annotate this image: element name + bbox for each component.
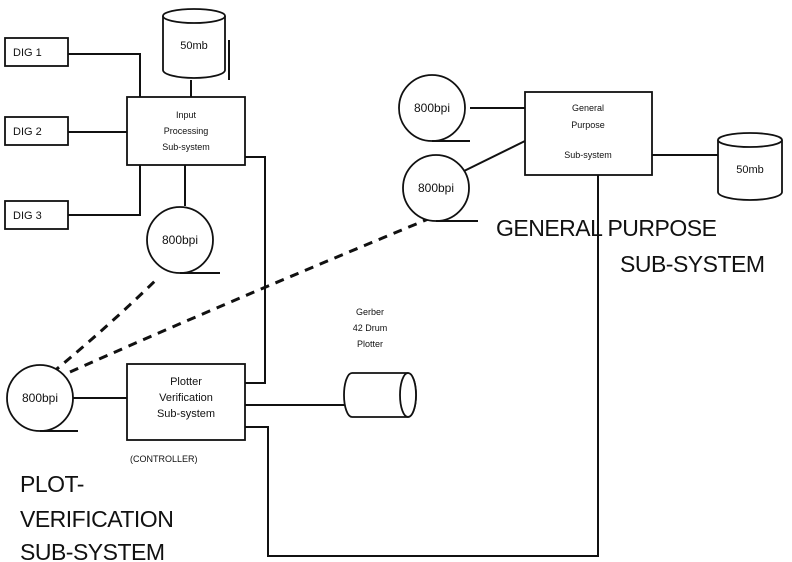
tape-transfer-dashed-2	[69, 208, 451, 374]
plotter-verification-subsystem: Plotter Verification Sub-system	[126, 363, 246, 441]
input-processing-subsystem: Input Processing Sub-system	[126, 96, 246, 166]
tape-general-2-label: 800bpi	[418, 181, 454, 195]
plotter-device-line-1: Gerber	[356, 307, 384, 317]
tape-plot: 800bpi	[6, 364, 78, 432]
tape-transfer-dashed-1	[51, 276, 160, 375]
plotter-device-line-3: Plotter	[357, 339, 383, 349]
general-tape-2-connector	[461, 139, 528, 173]
general-purpose-subsystem: General Purpose Sub-system	[524, 91, 653, 176]
general-section-title-line-1: GENERAL PURPOSE	[496, 215, 717, 241]
digitizer-dig-2: DIG 2	[4, 116, 69, 146]
tape-input: 800bpi	[146, 206, 220, 274]
disk-general: 50mb	[717, 132, 783, 201]
plotter-subsystem-line-3: Sub-system	[157, 408, 215, 420]
digitizer-dig-3: DIG 3	[4, 200, 69, 230]
drum-plotter: Gerber 42 Drum Plotter	[343, 307, 417, 418]
tape-input-label: 800bpi	[162, 233, 198, 247]
tape-general-1-label: 800bpi	[414, 101, 450, 115]
plot-section-title-line-1: PLOT-	[20, 471, 84, 497]
dig-1-connector	[68, 53, 141, 97]
controller-label: (CONTROLLER)	[130, 454, 198, 464]
tape-plot-label: 800bpi	[22, 391, 58, 405]
general-subsystem-line-3: Sub-system	[564, 150, 612, 160]
plotter-subsystem-line-1: Plotter	[170, 376, 202, 388]
plot-section-title-line-2: VERIFICATION	[20, 506, 173, 532]
dig-1-label: DIG 1	[13, 47, 42, 59]
dig-2-label: DIG 2	[13, 126, 42, 138]
tape-general-1: 800bpi	[398, 74, 470, 142]
disk-general-label: 50mb	[736, 164, 764, 176]
dig-3-label: DIG 3	[13, 210, 42, 222]
general-subsystem-line-1: General	[572, 103, 604, 113]
input-subsystem-line-1: Input	[176, 110, 197, 120]
general-subsystem-line-2: Purpose	[571, 120, 605, 130]
dig-3-connector	[68, 165, 141, 216]
input-subsystem-line-2: Processing	[164, 126, 209, 136]
digitizer-dig-1: DIG 1	[4, 37, 69, 67]
connections	[51, 53, 718, 557]
input-subsystem-line-3: Sub-system	[162, 142, 210, 152]
plot-section-title-line-3: SUB-SYSTEM	[20, 539, 165, 562]
input-plotter-connector	[245, 156, 266, 384]
plotter-general-connector	[245, 175, 599, 557]
tape-general-2: 800bpi	[402, 154, 478, 222]
general-section-title-line-2: SUB-SYSTEM	[620, 251, 765, 277]
disk-input-label: 50mb	[180, 40, 208, 52]
plotter-subsystem-line-2: Verification	[159, 392, 213, 404]
disk-input: 50mb	[162, 8, 230, 80]
plotter-device-line-2: 42 Drum	[353, 323, 388, 333]
